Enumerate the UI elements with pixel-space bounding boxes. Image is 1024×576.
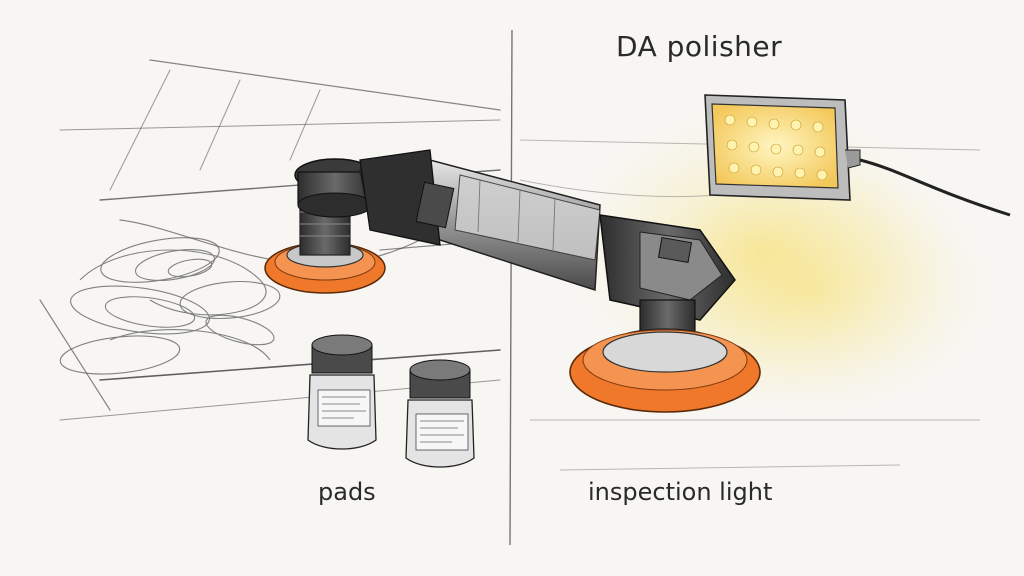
da-polisher-label: DA polisher [616,30,783,63]
polisher-head-right [569,214,761,413]
polish-jar-1 [307,334,377,450]
inspection-light-label: inspection light [588,478,773,506]
polish-jar-2 [405,359,475,468]
panel-divider [509,29,513,546]
polisher-head-left [264,158,386,294]
inspection-light [704,94,1011,217]
polisher-body [359,149,601,292]
pads-label: pads [318,478,376,506]
